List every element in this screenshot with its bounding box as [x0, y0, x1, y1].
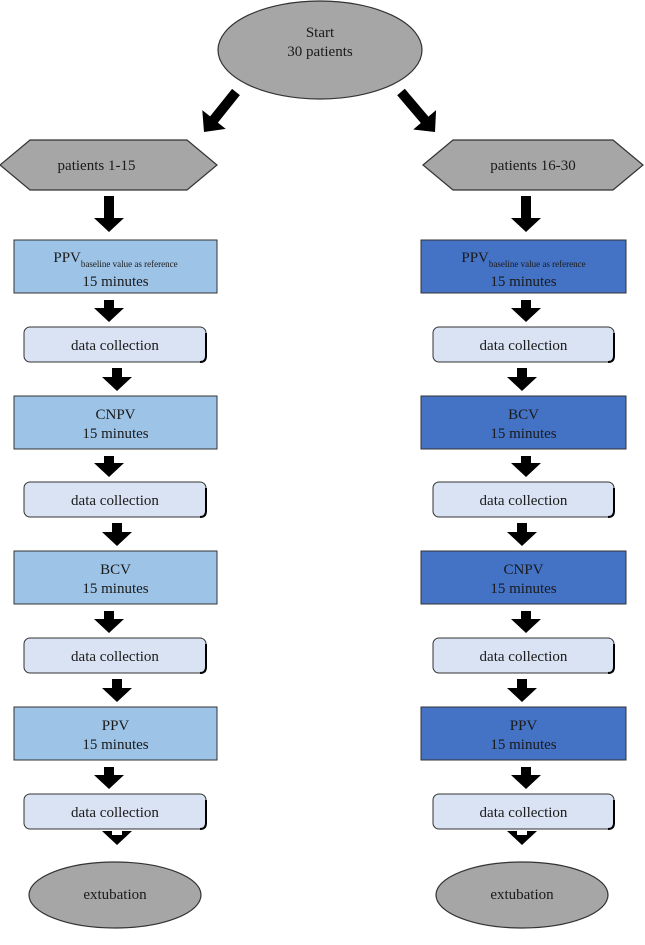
step-name: BCV: [508, 407, 539, 423]
step-name: PPVbaseline value as reference: [461, 250, 585, 269]
step-duration: 15 minutes: [490, 274, 556, 290]
group-1-arrow-after-collection-4: [102, 831, 132, 845]
group-2-step-3: CNPV 15 minutes: [420, 550, 627, 605]
group-1-node: patients 1-15: [0, 139, 218, 191]
step-name: CNPV: [95, 407, 135, 423]
collection-label: data collection: [480, 493, 568, 509]
start-node: Start 30 patients: [217, 0, 423, 100]
collection-label: data collection: [71, 338, 159, 354]
step-duration: 15 minutes: [82, 737, 148, 753]
group-1-step-2: CNPV 15 minutes: [13, 395, 218, 450]
group-1-arrow-after-collection-2: [102, 523, 132, 546]
group-1-arrow-to-collection-4: [94, 767, 124, 789]
group-2-arrow-to-collection-3: [511, 611, 541, 633]
collection-label: data collection: [71, 649, 159, 665]
group-2-arrow-after-collection-3: [507, 679, 537, 702]
step-duration: 15 minutes: [82, 426, 148, 442]
step-name: BCV: [100, 562, 131, 578]
group-1-label: patients 1-15: [58, 158, 136, 174]
group-2-step-4: PPV 15 minutes: [420, 706, 627, 761]
step-duration: 15 minutes: [82, 581, 148, 597]
group-2-arrow-after-collection-1: [507, 368, 537, 391]
step-name: PPVbaseline value as reference: [53, 250, 177, 269]
group-2-collection-3: data collection: [432, 637, 615, 674]
step-duration: 15 minutes: [490, 737, 556, 753]
group-1-collection-3: data collection: [23, 637, 207, 674]
group-1-end-label: extubation: [83, 887, 147, 903]
step-subscript: baseline value as reference: [81, 259, 178, 269]
group-1-arrow-to-collection-2: [94, 456, 124, 477]
group-1-collection-1: data collection: [23, 326, 207, 363]
group-2-step-2: BCV 15 minutes: [420, 395, 627, 450]
collection-label: data collection: [71, 805, 159, 821]
group-2-arrow-after-collection-4: [507, 831, 537, 845]
group-2-step-1: PPVbaseline value as reference 15 minutes: [420, 239, 627, 294]
start-count: 30 patients: [287, 44, 353, 60]
step-name: PPV: [102, 718, 130, 734]
group-1-arrow-after-collection-1: [102, 368, 132, 391]
collection-label: data collection: [480, 649, 568, 665]
collection-label: data collection: [480, 805, 568, 821]
collection-label: data collection: [71, 493, 159, 509]
group-2-collection-4: data collection: [432, 793, 615, 830]
group-2-arrow-to-collection-2: [511, 456, 541, 477]
step-name: CNPV: [503, 562, 543, 578]
group-2-node: patients 16-30: [422, 139, 644, 191]
group-2-arrow-start: [511, 196, 541, 232]
start-label: Start: [306, 25, 335, 41]
collection-label: data collection: [480, 338, 568, 354]
step-duration: 15 minutes: [82, 274, 148, 290]
group-1-step-3: BCV 15 minutes: [13, 550, 218, 605]
group-1-collection-2: data collection: [23, 481, 207, 518]
arrow-to-group-2: [397, 88, 437, 133]
group-2-end-label: extubation: [490, 887, 554, 903]
group-2-arrow-after-collection-2: [507, 523, 537, 546]
group-1-arrow-after-collection-3: [102, 679, 132, 702]
group-2-collection-1: data collection: [432, 326, 615, 363]
group-2-end-node: extubation: [435, 861, 609, 929]
arrow-to-group-1: [202, 88, 240, 133]
group-1-arrow-to-collection-1: [94, 300, 124, 322]
step-duration: 15 minutes: [490, 581, 556, 597]
group-1-step-1: PPVbaseline value as reference 15 minutes: [13, 239, 218, 294]
group-1-step-4: PPV 15 minutes: [13, 706, 218, 761]
group-1-collection-4: data collection: [23, 793, 207, 830]
group-1-end-node: extubation: [28, 861, 202, 929]
step-name: PPV: [510, 718, 538, 734]
group-2-collection-2: data collection: [432, 481, 615, 518]
step-duration: 15 minutes: [490, 426, 556, 442]
group-2-arrow-to-collection-1: [511, 300, 541, 322]
step-subscript: baseline value as reference: [489, 259, 586, 269]
group-2-label: patients 16-30: [490, 158, 575, 174]
group-1-arrow-to-collection-3: [94, 611, 124, 633]
group-1-arrow-start: [94, 196, 124, 232]
group-2-arrow-to-collection-4: [511, 767, 541, 789]
